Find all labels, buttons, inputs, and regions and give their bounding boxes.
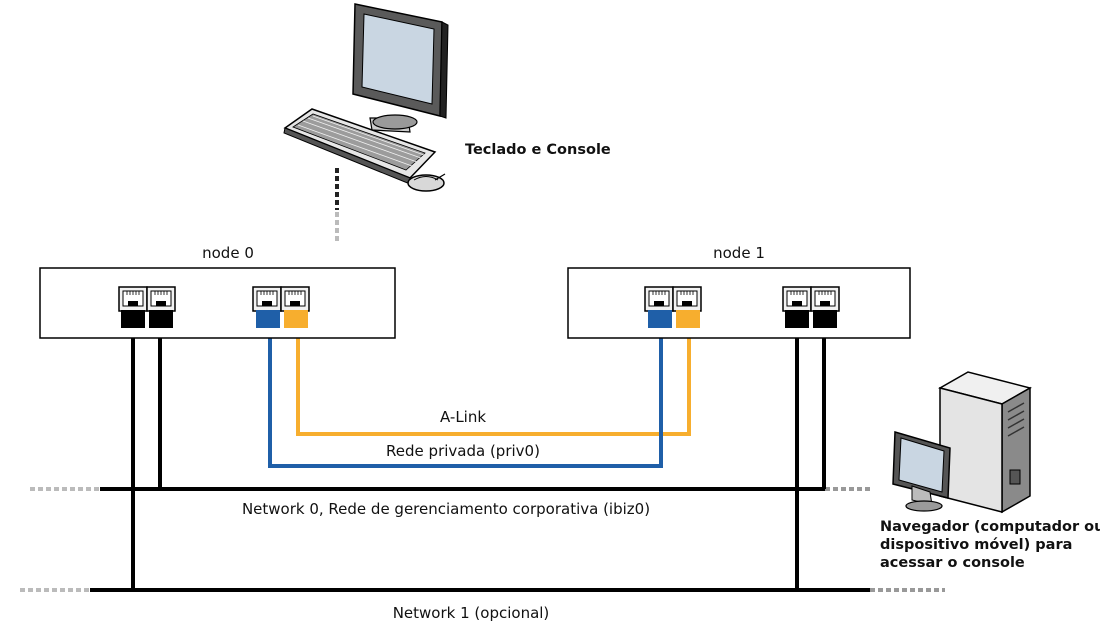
- browser-label-line3: acessar o console: [880, 555, 1025, 571]
- keyboard-console-label: Teclado e Console: [465, 142, 611, 158]
- workstation-monitor-icon: [352, 3, 449, 133]
- keyboard-icon: [283, 108, 437, 185]
- ethernet-port-icon: [118, 286, 148, 312]
- client-monitor-icon: [892, 431, 951, 512]
- ethernet-port-icon: [782, 286, 812, 312]
- ethernet-port-icon: [672, 286, 702, 312]
- browser-label-line2: dispositivo móvel) para: [880, 537, 1073, 553]
- ethernet-port-icon: [252, 286, 282, 312]
- browser-label-line1: Navegador (computador ou: [880, 519, 1100, 535]
- mouse-icon: [407, 173, 446, 192]
- tower-pc-icon: [938, 371, 1032, 514]
- private-network-label: Rede privada (priv0): [386, 442, 540, 460]
- ethernet-port-icon: [644, 286, 674, 312]
- network-cables: [131, 328, 826, 590]
- ethernet-port-icon: [146, 286, 176, 312]
- private-cable: [268, 328, 663, 468]
- node0-chassis: [39, 267, 396, 339]
- network1-label: Network 1 (opcional): [392, 604, 550, 622]
- node1-label: node 1: [713, 244, 765, 262]
- workstation-icon: [283, 3, 449, 192]
- alink-label: A-Link: [439, 408, 487, 426]
- node0-label: node 0: [202, 244, 254, 262]
- ethernet-port-icon: [280, 286, 310, 312]
- network0-label: Network 0, Rede de gerenciamento corpora…: [241, 500, 651, 518]
- ethernet-port-icon: [810, 286, 840, 312]
- browser-label: Navegador (computador ou dispositivo móv…: [880, 518, 1100, 572]
- node1-chassis: [567, 267, 911, 339]
- browser-client-icon: [892, 371, 1032, 514]
- alink-cable: [296, 328, 691, 436]
